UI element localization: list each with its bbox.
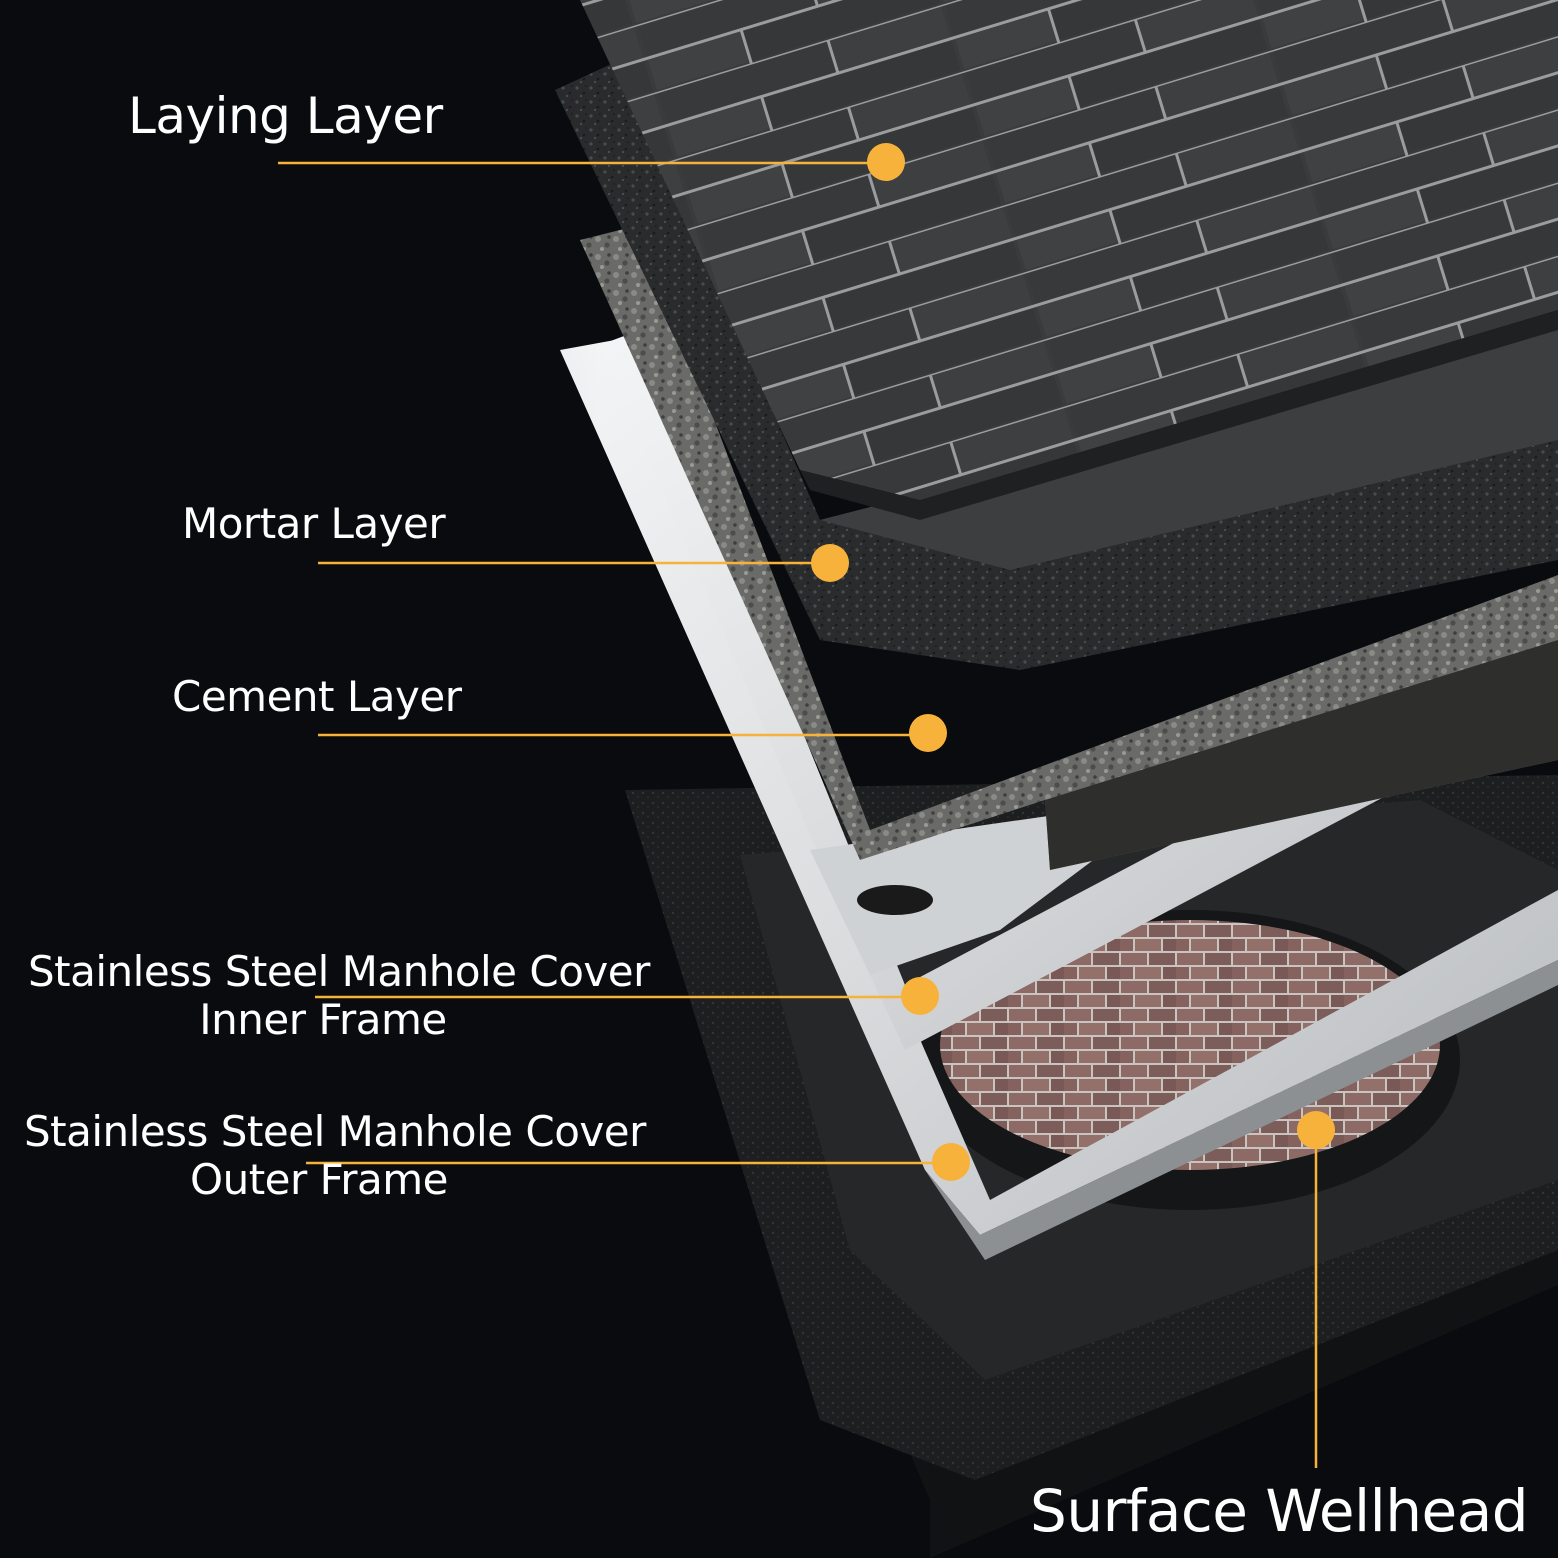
laying-layer-shape (580, 0, 1558, 520)
leader-lines (278, 161, 1318, 1468)
frame-slot (857, 885, 933, 915)
brick-well-shaft (940, 920, 1440, 1170)
outer-frame-marker (932, 1143, 970, 1181)
mortar-layer-label: Mortar Layer (182, 499, 446, 548)
marker-dots (811, 143, 1335, 1181)
surface-wellhead-label: Surface Wellhead (1030, 1477, 1529, 1545)
cement-layer-marker (909, 714, 947, 752)
mortar-layer-shape (555, 60, 1558, 670)
cement-layer-label: Cement Layer (172, 672, 462, 721)
laying-layer-marker (867, 143, 905, 181)
outer-frame-shape (560, 340, 1558, 1260)
surface-wellhead-marker (1297, 1111, 1335, 1149)
inner-frame-marker (901, 977, 939, 1015)
inner-frame-label: Stainless Steel Manhole Cover Inner Fram… (28, 947, 650, 1045)
surface-wellhead-block (625, 775, 1558, 1558)
mortar-layer-marker (811, 544, 849, 582)
outer-frame-label: Stainless Steel Manhole Cover Outer Fram… (24, 1107, 646, 1205)
cement-layer-shape (580, 225, 1558, 870)
laying-layer-label: Laying Layer (128, 87, 443, 145)
